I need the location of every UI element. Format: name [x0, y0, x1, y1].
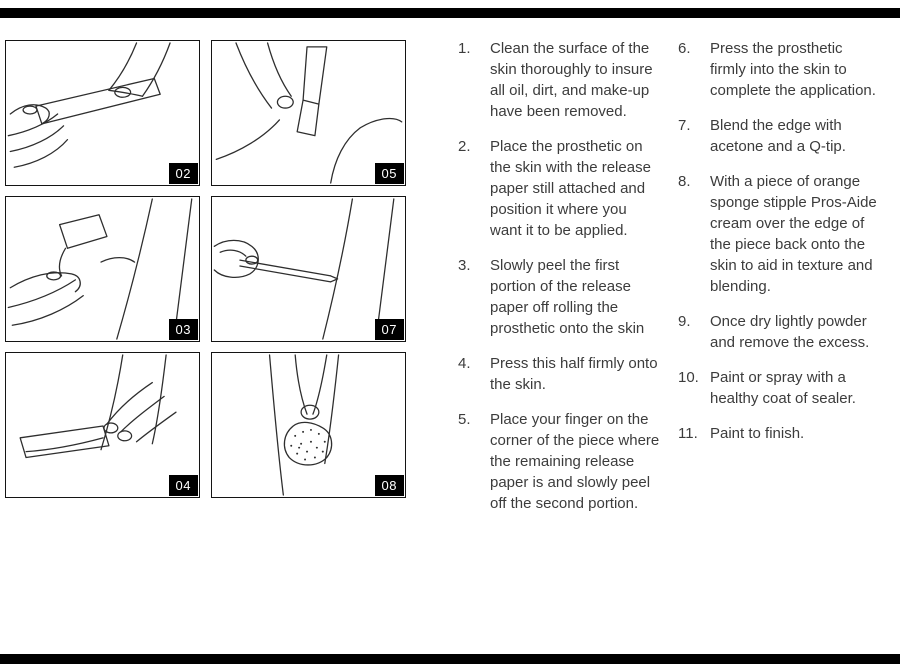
step-number-badge: 04 — [168, 475, 198, 496]
instruction-item-2: 2. Place the prosthetic on the skin with… — [458, 136, 664, 241]
figure-step-07: 07 — [211, 196, 406, 342]
item-text: Clean the surface of the skin thoroughly… — [490, 40, 653, 120]
instruction-item-6: 6. Press the prosthetic firmly into the … — [678, 38, 884, 101]
item-number: 8. — [678, 173, 691, 190]
item-number: 4. — [458, 355, 471, 372]
item-number: 3. — [458, 257, 471, 274]
instruction-item-3: 3. Slowly peel the first portion of the … — [458, 255, 664, 339]
step-number-badge: 05 — [374, 163, 404, 184]
instruction-item-5: 5. Place your finger on the corner of th… — [458, 409, 664, 514]
item-number: 6. — [678, 40, 691, 57]
item-number: 7. — [678, 117, 691, 134]
figure-step-02: 02 — [5, 40, 200, 186]
item-text: Slowly peel the first portion of the rel… — [490, 257, 645, 337]
item-text: Blend the edge with acetone and a Q-tip. — [710, 117, 846, 155]
peeling-release-paper-illustration — [7, 198, 193, 340]
step-number-badge: 07 — [374, 319, 404, 340]
instruction-item-11: 11. Paint to finish. — [678, 423, 884, 444]
item-text: Paint or spray with a healthy coat of se… — [710, 369, 856, 407]
step-number-badge: 02 — [168, 163, 198, 184]
item-number: 2. — [458, 138, 471, 155]
top-divider-bar — [0, 8, 900, 18]
fingers-peeling-vertical-strip-illustration — [215, 42, 403, 184]
item-text: Press the prosthetic firmly into the ski… — [710, 40, 876, 99]
item-text: Place your finger on the corner of the p… — [490, 411, 660, 512]
item-text: With a piece of orange sponge stipple Pr… — [710, 173, 877, 295]
instruction-item-4: 4. Press this half firmly onto the skin. — [458, 353, 664, 395]
item-text: Place the prosthetic on the skin with th… — [490, 138, 651, 239]
figure-step-08: 08 — [211, 352, 406, 498]
instruction-item-9: 9. Once dry lightly powder and remove th… — [678, 311, 884, 353]
bottom-divider-bar — [0, 654, 900, 664]
item-text: Press this half firmly onto the skin. — [490, 355, 658, 393]
instructions-column-1: 1. Clean the surface of the skin thoroug… — [458, 38, 664, 528]
item-number: 5. — [458, 411, 471, 428]
item-number: 10. — [678, 369, 699, 386]
step-number-badge: 08 — [374, 475, 404, 496]
figure-step-05: 05 — [211, 40, 406, 186]
figure-grid: 02 05 — [5, 40, 406, 498]
item-text: Paint to finish. — [710, 425, 805, 442]
item-number: 9. — [678, 313, 691, 330]
figure-step-04: 04 — [5, 352, 200, 498]
item-number: 1. — [458, 40, 471, 57]
figure-step-03: 03 — [5, 196, 200, 342]
instruction-item-8: 8. With a piece of orange sponge stipple… — [678, 171, 884, 297]
qtip-blending-illustration — [213, 198, 395, 340]
item-number: 11. — [678, 425, 698, 442]
instruction-item-1: 1. Clean the surface of the skin thoroug… — [458, 38, 664, 122]
instruction-item-10: 10. Paint or spray with a healthy coat o… — [678, 367, 884, 409]
sponge-stipple-illustration — [268, 354, 340, 496]
instruction-item-7: 7. Blend the edge with acetone and a Q-t… — [678, 115, 884, 157]
hands-pulling-strip-illustration — [7, 42, 171, 168]
instructions-column-2: 6. Press the prosthetic firmly into the … — [678, 38, 884, 458]
step-number-badge: 03 — [168, 319, 198, 340]
pressing-piece-illustration — [19, 354, 177, 459]
item-text: Once dry lightly powder and remove the e… — [710, 313, 870, 351]
